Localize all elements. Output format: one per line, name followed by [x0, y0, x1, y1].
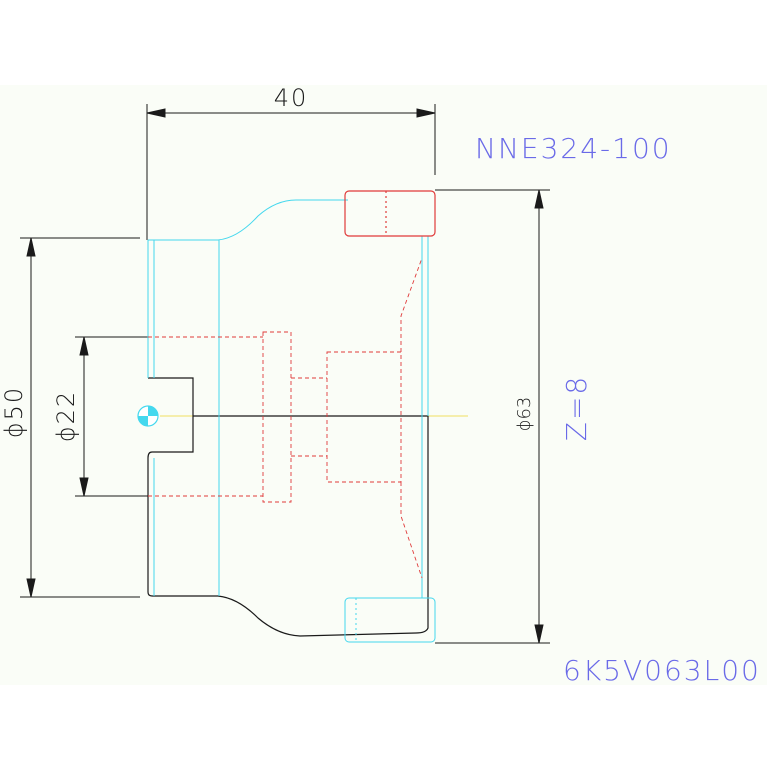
length-dimension — [146, 104, 436, 240]
upper-profile-curve — [148, 199, 348, 241]
bore-diameter-dimension — [75, 336, 148, 497]
pitch-diameter-label: ϕ63 — [514, 397, 535, 432]
drawing-sheet — [0, 85, 767, 685]
length-dimension-label: 40 — [274, 84, 309, 112]
outer-diameter-dimension — [20, 237, 140, 598]
arrow-head-left — [146, 108, 166, 118]
pitch-diameter-dimension — [435, 189, 550, 644]
arrow-head-bottom — [534, 624, 544, 644]
arrow-head-bottom — [26, 578, 36, 598]
center-mark-icon — [137, 405, 159, 427]
hidden-chamfer-top — [400, 257, 423, 352]
arrow-head-top — [26, 237, 36, 257]
hidden-groove — [262, 331, 292, 503]
arrow-head-bottom — [79, 477, 89, 497]
hidden-features — [148, 257, 423, 579]
teeth-count-label: Z=8 — [560, 375, 593, 441]
arrow-head-top — [79, 336, 89, 356]
hidden-chamfer-bottom — [400, 482, 423, 579]
upper-tooth-section — [344, 190, 436, 237]
part-profile-cyan — [147, 199, 436, 643]
lower-tooth-section — [344, 597, 436, 643]
part-outline-lower — [147, 377, 429, 637]
part-number-label: NNE324-100 — [475, 132, 672, 165]
drawing-code-label: 6K5V063L00 — [563, 654, 761, 687]
upper-tooth-outline — [344, 190, 436, 237]
arrow-head-right — [416, 108, 436, 118]
arrow-head-top — [534, 189, 544, 209]
bore-diameter-label: ϕ22 — [52, 390, 80, 442]
outer-diameter-label: ϕ50 — [0, 386, 28, 438]
hidden-recess — [326, 351, 402, 483]
